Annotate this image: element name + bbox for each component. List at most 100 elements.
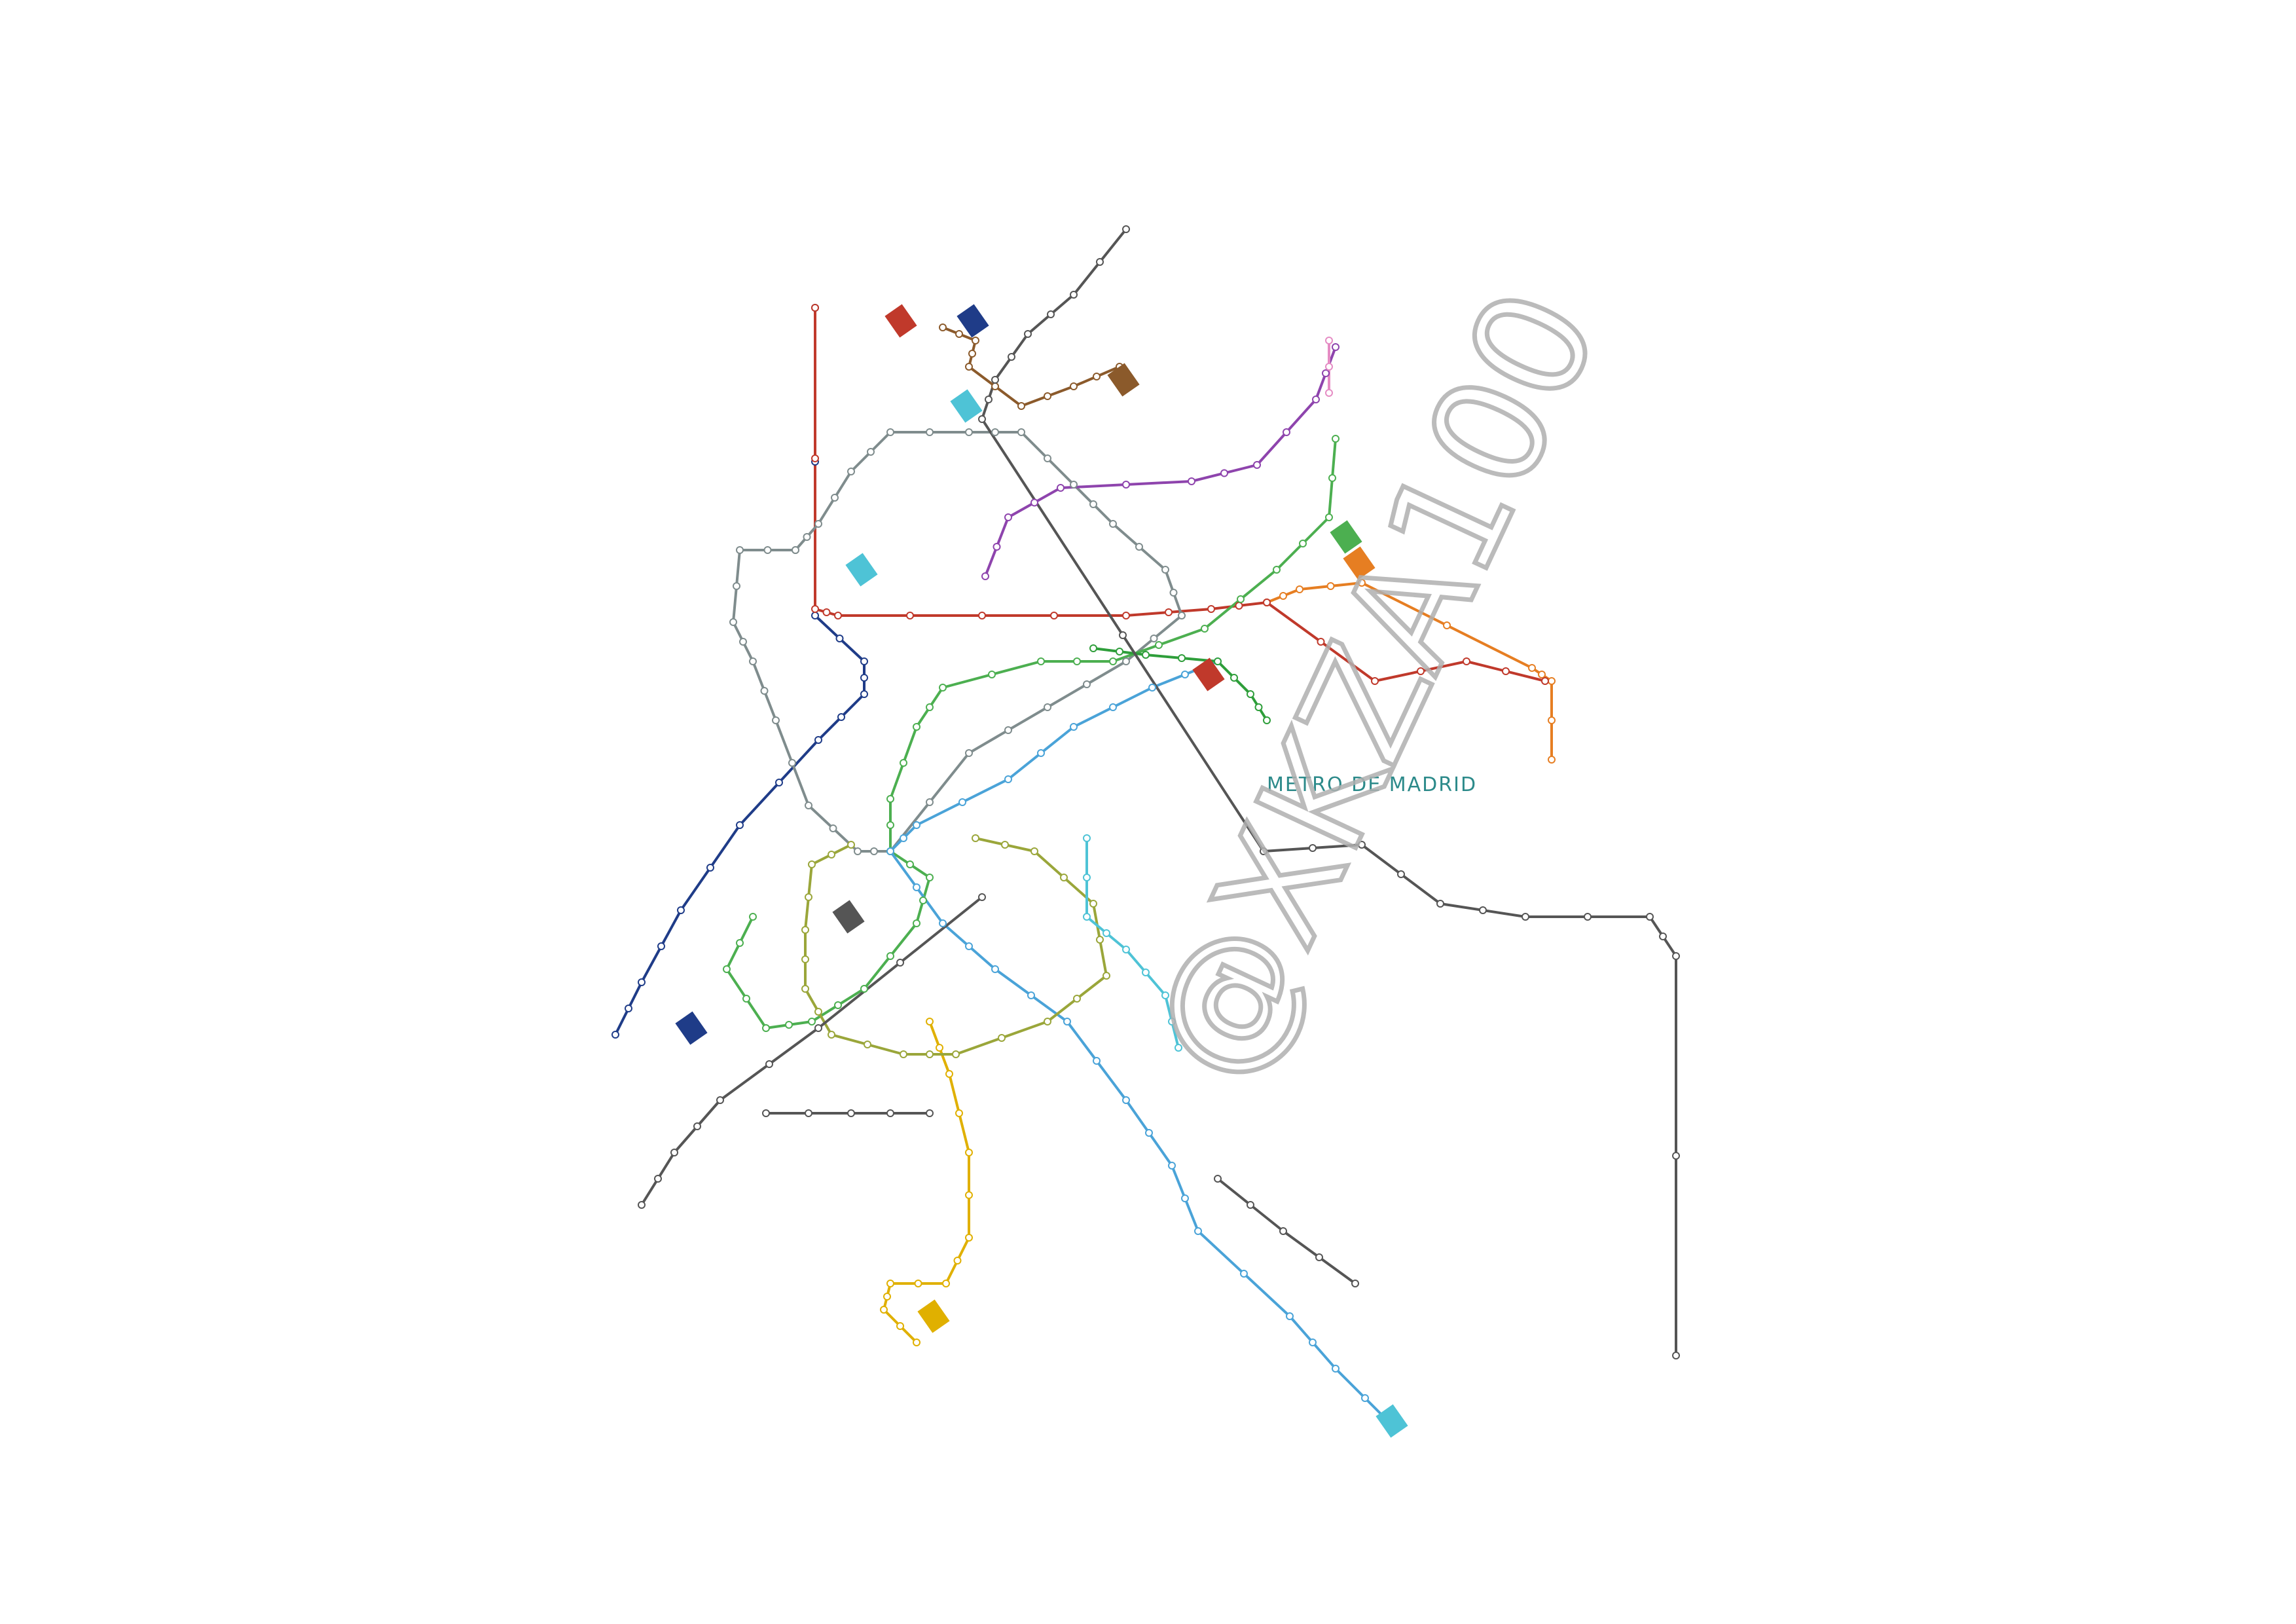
station-dot (1178, 612, 1186, 619)
station-dot (965, 1234, 973, 1242)
station-dot (914, 1280, 922, 1287)
station-dot (965, 363, 973, 371)
station-dot (913, 821, 920, 829)
station-dot (978, 612, 986, 619)
station-dot (972, 337, 979, 344)
station-dot (1070, 382, 1078, 390)
station-dot (1273, 566, 1281, 574)
station-dot (1322, 369, 1330, 377)
station-dot (1672, 1152, 1680, 1160)
station-dot (792, 546, 799, 554)
station-dot (1312, 396, 1320, 403)
station-dot (739, 638, 747, 646)
station-dot (1309, 1338, 1317, 1346)
station-dot (1332, 343, 1339, 351)
station-dot (1279, 592, 1287, 600)
station-dot (1168, 1018, 1176, 1025)
station-dot (742, 995, 750, 1003)
station-dot (1188, 477, 1195, 485)
station-dot (1371, 677, 1379, 685)
station-dot (1397, 870, 1405, 878)
station-dot (1220, 469, 1228, 477)
route-line-10 (614, 306, 866, 1036)
station-dot (900, 834, 907, 842)
station-dot (1030, 498, 1038, 507)
station-dot (1358, 579, 1366, 587)
station-dot (847, 841, 855, 849)
station-dot (706, 864, 714, 872)
station-dot (1024, 330, 1032, 338)
station-dot (1073, 657, 1081, 665)
station-dot (1001, 841, 1009, 849)
station-dot (729, 618, 737, 626)
station-dot (1240, 1270, 1248, 1278)
station-dot (1181, 1194, 1189, 1202)
station-dot (805, 893, 812, 901)
station-dot (955, 1109, 963, 1117)
route-line-2 (814, 306, 1268, 617)
station-dot (1109, 703, 1117, 711)
station-dot (1161, 566, 1169, 574)
station-dot (1044, 454, 1051, 462)
station-dot (1315, 1253, 1323, 1261)
station-dot (822, 608, 831, 616)
station-dot (1135, 543, 1143, 551)
station-dot (926, 428, 934, 436)
station-dot (1463, 657, 1470, 665)
station-dot (772, 716, 780, 724)
station-dot (1279, 1227, 1287, 1235)
station-dot (1230, 674, 1238, 682)
station-dot (831, 494, 839, 502)
station-dot (913, 723, 920, 731)
station-dot (1351, 1280, 1359, 1287)
station-dot (1102, 972, 1110, 980)
station-dot (1286, 1312, 1294, 1320)
station-dot (1093, 1057, 1101, 1065)
depot-block (1330, 520, 1362, 554)
station-dot (1479, 906, 1487, 914)
station-dot (886, 1280, 894, 1287)
station-dot (1122, 946, 1130, 953)
station-dot (942, 1280, 950, 1287)
station-dot (723, 965, 731, 973)
station-dot (805, 802, 812, 809)
station-dot (1541, 677, 1549, 685)
station-dot (1443, 621, 1451, 629)
station-dot (1646, 913, 1654, 921)
route-line-6 (732, 431, 1183, 853)
station-dot (837, 713, 845, 721)
station-dot (1317, 638, 1325, 646)
station-dot (1548, 716, 1556, 724)
station-dot (854, 847, 862, 855)
depot-block (957, 304, 989, 338)
station-dot (736, 939, 744, 947)
station-dot (1119, 631, 1127, 639)
station-dot (808, 860, 816, 868)
station-dot (1296, 585, 1303, 593)
station-dot (1332, 435, 1339, 443)
station-dot (1168, 1162, 1176, 1170)
station-dot (883, 1293, 891, 1301)
station-dot (1325, 513, 1333, 521)
station-dot (638, 978, 646, 986)
station-dot (1083, 913, 1091, 921)
station-dot (835, 635, 844, 642)
station-dot (814, 736, 822, 744)
station-dot (1037, 657, 1045, 665)
station-dot (1332, 1365, 1339, 1373)
station-dot (847, 468, 855, 475)
station-dot (998, 1034, 1006, 1042)
station-dot (965, 749, 973, 757)
station-dot (1436, 900, 1444, 908)
station-dot (828, 1031, 835, 1039)
station-dot (1161, 991, 1169, 999)
station-dot (638, 1201, 646, 1209)
station-dot (952, 1050, 960, 1058)
station-dot (762, 1024, 770, 1032)
depot-block (1376, 1404, 1408, 1438)
station-dot (1181, 671, 1189, 678)
station-dot (896, 1322, 904, 1330)
station-dot (670, 1149, 678, 1156)
station-dot (805, 1109, 812, 1117)
